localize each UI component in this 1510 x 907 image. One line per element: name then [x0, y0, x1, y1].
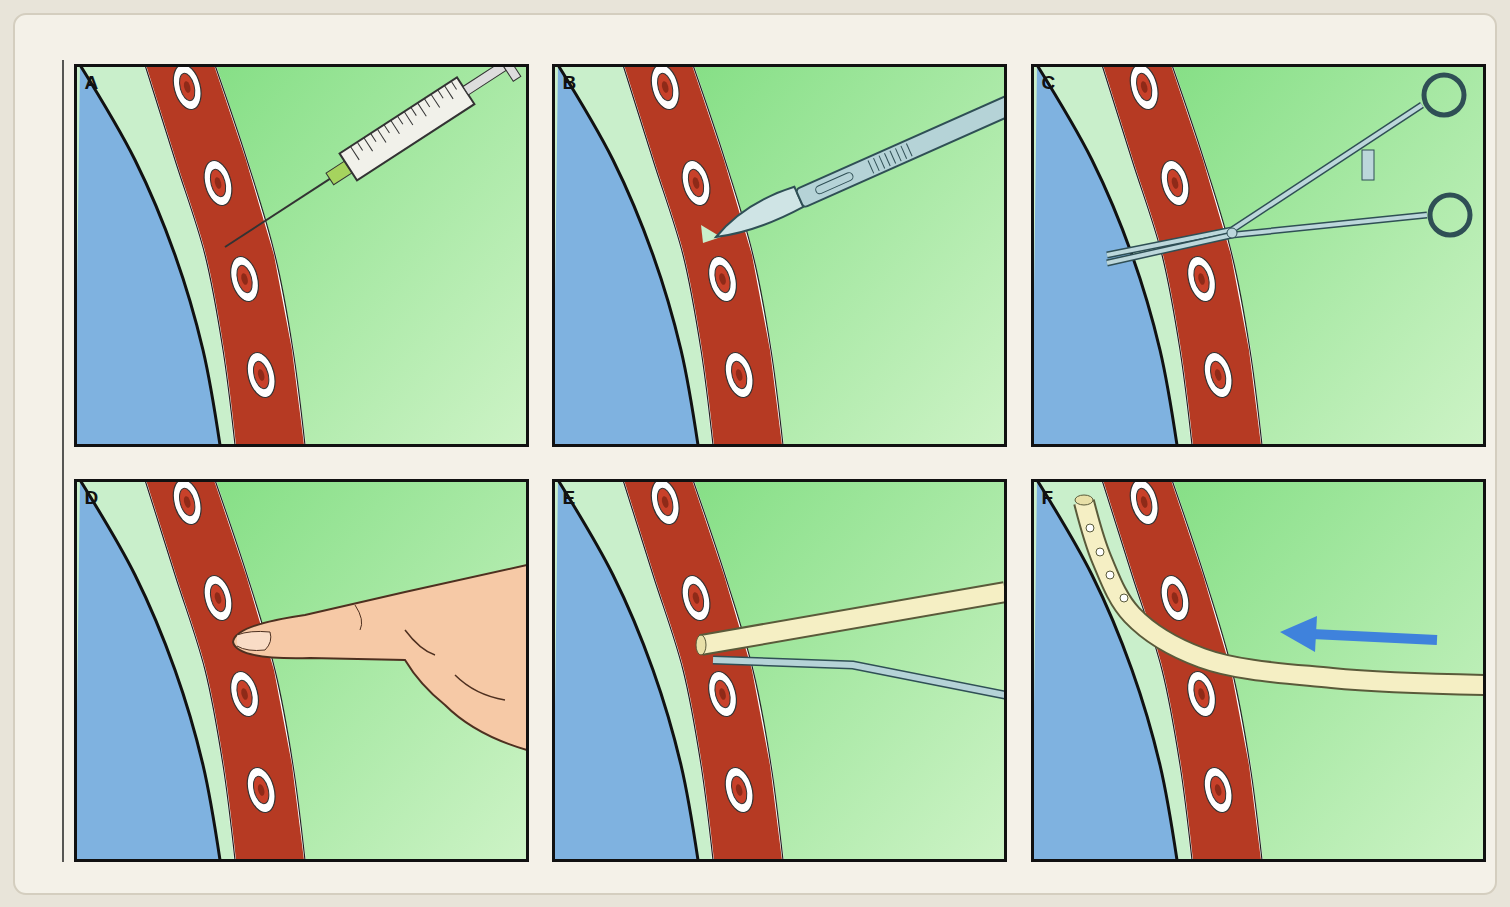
scalpel	[710, 84, 1005, 245]
rib	[721, 764, 758, 815]
panel-illustration	[553, 65, 1005, 445]
rib	[1200, 349, 1237, 400]
panel-illustration	[1032, 480, 1484, 860]
panel-letter: B	[563, 73, 577, 92]
pleura-line	[80, 480, 220, 860]
band-edge	[693, 480, 783, 860]
rib	[721, 349, 758, 400]
panel-box: A	[74, 64, 529, 447]
hemostat	[1107, 75, 1470, 263]
rib	[1157, 157, 1194, 208]
rib	[200, 572, 237, 623]
panel-letter: D	[85, 488, 99, 507]
pleural-space	[553, 65, 1005, 445]
rib	[1200, 764, 1237, 815]
panel-illustration	[1032, 65, 1484, 445]
panel-illustration	[75, 65, 527, 445]
panel-box: C	[1031, 64, 1486, 447]
panel-letter: C	[1042, 73, 1056, 92]
rib	[226, 668, 263, 719]
rib	[169, 480, 206, 528]
rib	[1157, 572, 1194, 623]
panel-box: E	[552, 479, 1007, 862]
rib	[1183, 668, 1220, 719]
band-edge	[215, 480, 305, 860]
margin-line	[62, 60, 64, 862]
rib	[200, 157, 237, 208]
syringe	[215, 65, 521, 262]
frame	[14, 14, 1496, 894]
lung	[553, 480, 698, 860]
panel-box: B	[552, 64, 1007, 447]
rib	[243, 349, 280, 400]
panel-letter: E	[563, 488, 576, 507]
rib	[647, 65, 684, 113]
band-edge	[693, 65, 783, 445]
rib	[704, 668, 741, 719]
panel-box: D	[74, 479, 529, 862]
direction-arrow	[1280, 616, 1437, 652]
pleural-space	[1032, 480, 1484, 860]
lung	[75, 480, 220, 860]
rib	[704, 253, 741, 304]
panel-box: F	[1031, 479, 1486, 862]
finger	[233, 565, 527, 750]
pleura-line	[558, 65, 698, 445]
rib	[243, 764, 280, 815]
chest-tube	[1075, 495, 1484, 685]
pleural-space	[1032, 65, 1484, 445]
pleura-line	[558, 480, 698, 860]
band-edge	[1172, 65, 1262, 445]
band-edge	[215, 65, 305, 445]
panel-letter: A	[85, 73, 99, 92]
pleural-space	[75, 480, 527, 860]
rib	[226, 253, 263, 304]
pleural-space	[553, 480, 1005, 860]
pleural-space	[75, 65, 527, 445]
panel-letter: F	[1042, 488, 1054, 507]
pleura-line	[1037, 480, 1177, 860]
rib	[1126, 480, 1163, 528]
rib	[678, 157, 715, 208]
rib	[678, 572, 715, 623]
panel-illustration	[75, 480, 527, 860]
lung	[553, 65, 698, 445]
chest-tube	[696, 592, 1005, 695]
panel-illustration	[553, 480, 1005, 860]
rib	[169, 65, 206, 113]
rib	[1183, 253, 1220, 304]
rib	[647, 480, 684, 528]
lung	[75, 65, 220, 445]
rib	[1126, 65, 1163, 113]
pleura-line	[80, 65, 220, 445]
